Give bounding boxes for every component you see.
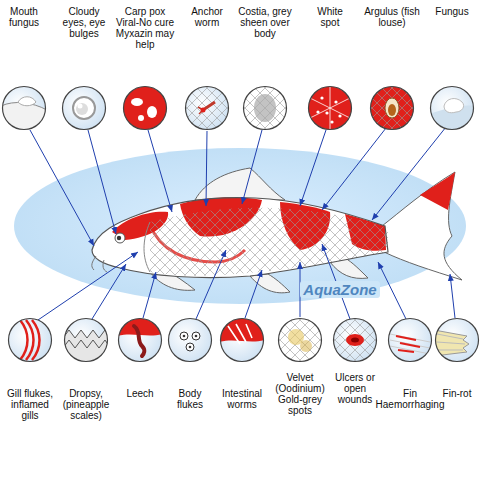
symptom-node: Fungus [427,6,477,131]
disease-label: Costia, grey sheen over body [236,6,294,39]
symptom-picture [307,85,353,131]
disease-circle [369,85,415,131]
symptom-picture [122,85,168,131]
watermark: AquaZone [300,281,379,298]
symptom-picture [277,317,323,363]
symptom-node: Argulus (fish louse) [363,6,421,131]
disease-circle [332,317,378,363]
disease-label: Anchor worm [182,6,232,28]
disease-label: Velvet (Oodinium) Gold-grey spots [272,372,328,416]
disease-label: Fungus [427,6,477,17]
symptom-picture [1,85,47,131]
disease-circle [122,85,168,131]
symptom-picture [61,85,107,131]
circle-outline [65,319,108,362]
disease-circle [277,317,323,363]
disease-circle [184,85,230,131]
disease-circle [63,317,109,363]
disease-circle [167,317,213,363]
disease-label: Intestinal worms [217,388,267,410]
symptom-picture [332,317,378,363]
disease-label: Cloudy eyes, eye bulges [58,6,110,39]
symptom-node: Leech [117,317,163,399]
symptom-picture [242,85,288,131]
disease-label: Argulus (fish louse) [363,6,421,28]
symptom-node: Fin-rot [434,317,480,399]
circle-outline [431,87,474,130]
symptom-node: Mouth fungus [0,6,52,131]
disease-label: Fin-rot [434,388,480,399]
circle-outline [119,319,162,362]
circle-outline [279,319,322,362]
disease-circle [117,317,163,363]
symptom-picture [167,317,213,363]
symptom-picture [429,85,475,131]
disease-circle [307,85,353,131]
symptom-node: Dropsy, (pineapple scales) [58,317,114,421]
symptom-picture [434,317,480,363]
disease-label: Fin Haemorrhaging [375,388,445,410]
circle-outline [244,87,287,130]
circle-outline [63,87,106,130]
disease-circle [219,317,265,363]
circle-outline [124,87,167,130]
koi-fish [92,168,462,293]
symptom-picture [387,317,433,363]
circle-outline [309,87,352,130]
disease-label: Ulcers or open wounds [332,372,378,405]
disease-circle [429,85,475,131]
symptom-picture [369,85,415,131]
symptom-node: Cloudy eyes, eye bulges [58,6,110,131]
disease-circle [387,317,433,363]
disease-circle [1,85,47,131]
circle-outline [221,319,264,362]
leader-lines [30,127,455,320]
symptom-node: Anchor worm [182,6,232,131]
symptom-node: Costia, grey sheen over body [236,6,294,131]
symptom-node: Gill flukes, inflamed gills [2,317,58,421]
symptom-picture [184,85,230,131]
disease-circle [242,85,288,131]
disease-label: Body flukes [167,388,213,410]
circle-outline [186,87,229,130]
circle-outline [371,87,414,130]
symptom-picture [219,317,265,363]
circle-outline [9,319,52,362]
disease-label: Leech [117,388,163,399]
pond-ellipse [14,148,466,304]
disease-circle [434,317,480,363]
disease-label: Dropsy, (pineapple scales) [58,388,114,421]
symptom-node: Carp pox Viral-No cure Myxazin may help [113,6,177,131]
disease-circle [7,317,53,363]
circle-outline [436,319,479,362]
disease-label: Mouth fungus [0,6,52,28]
symptom-picture [63,317,109,363]
disease-label: Gill flukes, inflamed gills [2,388,58,421]
circle-outline [169,319,212,362]
symptom-node: Body flukes [167,317,213,410]
symptom-picture [117,317,163,363]
symptom-picture [7,317,53,363]
disease-label: White spot [307,6,353,28]
symptom-node: Intestinal worms [217,317,267,410]
disease-circle [61,85,107,131]
circle-outline [389,319,432,362]
symptom-node: Ulcers or open wounds [332,317,378,405]
circle-outline [334,319,377,362]
symptom-node: Fin Haemorrhaging [375,317,445,410]
symptom-node: White spot [307,6,353,131]
disease-label: Carp pox Viral-No cure Myxazin may help [113,6,177,50]
symptom-node: Velvet (Oodinium) Gold-grey spots [272,317,328,416]
circle-outline [3,87,46,130]
